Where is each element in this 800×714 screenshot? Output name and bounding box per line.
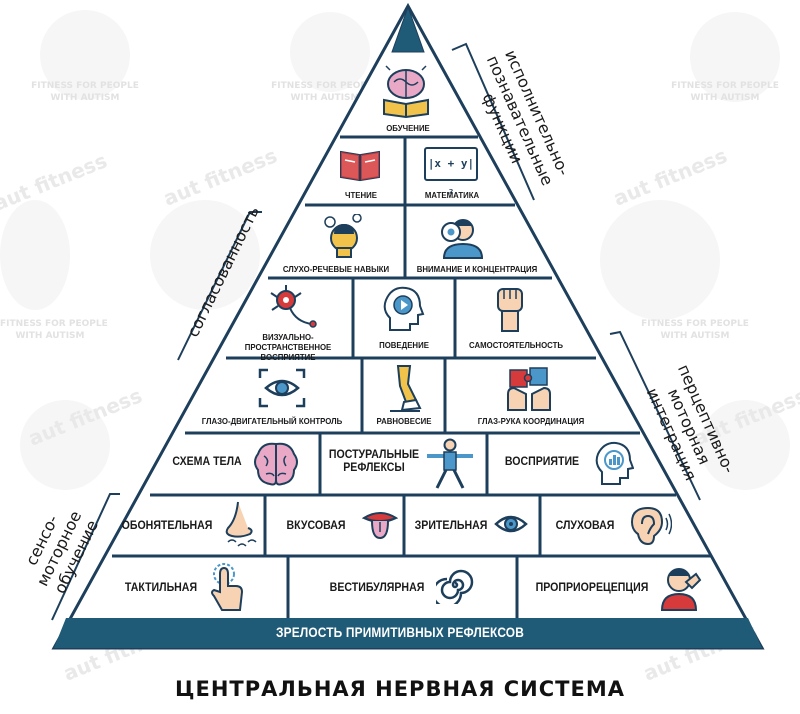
footer-title: ЦЕНТРАЛЬНАЯ НЕРВНАЯ СИСТЕМА — [175, 677, 625, 701]
label-learning: обучение — [386, 123, 430, 133]
pyramid-apex — [391, 5, 425, 53]
watermark-figure — [0, 200, 70, 310]
watermark-figure — [700, 400, 790, 490]
label-auditory: слуховая — [555, 520, 615, 532]
watermark-figure — [20, 400, 110, 490]
label-postural-reflexes: постуральные рефлексы — [328, 449, 420, 474]
brain-book-icon — [383, 65, 429, 118]
watermark-figure — [150, 200, 260, 310]
side-brackets — [51, 42, 701, 621]
touch-finger-icon — [211, 563, 244, 611]
label-proprioception: проприорецепция — [535, 582, 649, 594]
proprioception-person-icon — [660, 568, 702, 611]
label-independence: самостоятельность — [468, 340, 564, 350]
label-balance: равновесие — [376, 416, 432, 426]
nose-smell-icon — [225, 501, 257, 547]
cell-dividers — [263, 137, 542, 618]
label-reading: чтение — [345, 190, 377, 200]
label-perception: восприятие — [504, 456, 580, 468]
label-vestibular: вестибулярная — [329, 582, 425, 594]
behavior-head-icon — [383, 286, 425, 331]
tongue-taste-icon — [362, 512, 398, 540]
label-tactile: тактильная — [124, 582, 198, 594]
posture-figure-icon — [427, 438, 473, 489]
open-book-icon — [340, 150, 380, 182]
base-band — [54, 618, 762, 648]
watermark-figure — [690, 12, 780, 102]
label-behavior: поведение — [379, 340, 429, 350]
label-visual: зрительная — [414, 520, 488, 532]
perception-head-icon — [595, 441, 634, 485]
label-attention: внимание и концентрация — [416, 264, 538, 274]
focus-eye-person-icon — [441, 219, 484, 259]
label-olfactory: обонятельная — [121, 520, 213, 532]
watermark-figure — [290, 12, 370, 92]
neuron-icon — [270, 285, 317, 328]
spiral-vestibular-icon — [436, 569, 474, 604]
balance-leg-icon — [390, 365, 422, 412]
listening-head-icon — [324, 214, 362, 258]
watermark-figure — [600, 200, 720, 320]
eye-vision-icon — [494, 515, 528, 533]
label-visual-spatial: визуально-пространственное восприятие — [244, 332, 332, 362]
puzzle-hands-icon — [507, 367, 551, 411]
label-eye-motor: глазо-двигательный контроль — [201, 416, 343, 426]
eye-frame-icon — [258, 368, 306, 408]
label-auditory-speech: слухо-речевые навыки — [282, 264, 390, 274]
ear-hearing-icon — [630, 506, 672, 546]
raised-fist-icon — [497, 288, 523, 332]
label-body-schema: схема тела — [172, 456, 242, 468]
label-primitive-reflexes: ЗРЕЛОСТЬ ПРИМИТИВНЫХ РЕФЛЕКСОВ — [275, 624, 524, 640]
brain-icon — [254, 442, 298, 486]
math-formula-icon: |x + y|² — [424, 147, 478, 200]
label-gustatory: вкусовая — [286, 520, 346, 532]
label-eye-hand: глаз-рука координация — [477, 416, 585, 426]
watermark-figure — [40, 10, 130, 100]
label-math: математика — [424, 190, 480, 200]
row-dividers — [112, 135, 712, 558]
